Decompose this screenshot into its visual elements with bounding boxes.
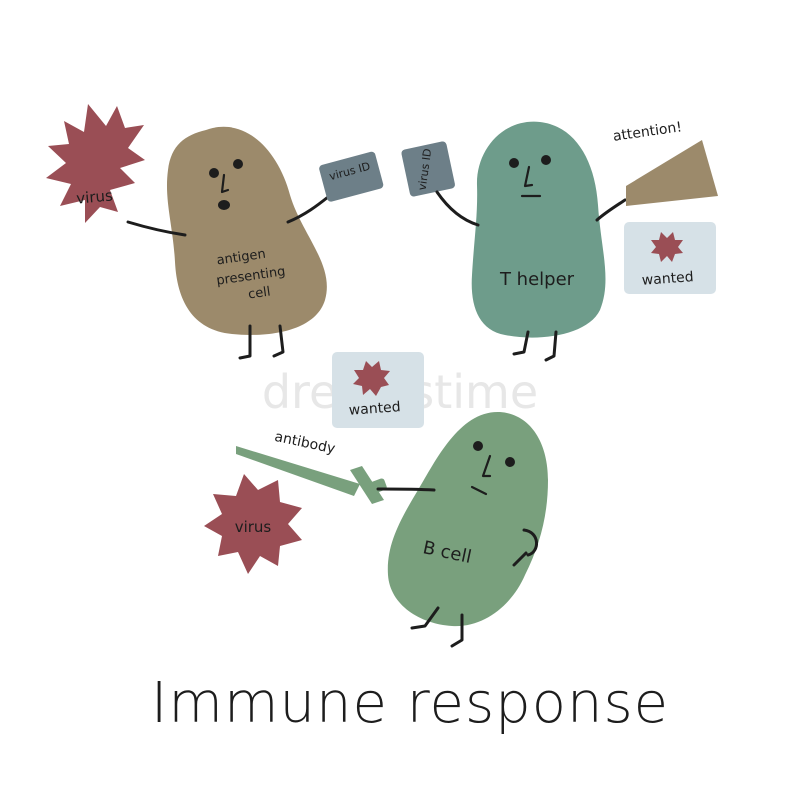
bcell-arm-left — [376, 487, 436, 492]
bcell-eye-left — [473, 441, 483, 451]
thelper-virus-id-card: virus ID — [401, 141, 455, 197]
b-cell: virus antibody B cell — [204, 411, 548, 648]
antibody-label: antibody — [273, 429, 336, 457]
bcell-body — [387, 411, 548, 627]
bcell-nose — [481, 454, 492, 478]
apc-label-line-3: cell — [247, 284, 271, 302]
wanted-virus-icon — [353, 361, 390, 396]
thelper-leg-left — [512, 330, 530, 356]
thelper-nose — [523, 165, 534, 188]
bcell-arm-right — [512, 528, 538, 567]
apc-eye-left — [209, 168, 219, 178]
megaphone-icon — [626, 140, 718, 206]
virus-label: virus — [76, 186, 114, 207]
bcell-eye-right — [505, 457, 515, 467]
thelper-eye-right — [541, 155, 551, 165]
virus-star-shape — [46, 104, 145, 223]
apc-leg-left — [238, 324, 252, 360]
wanted-poster-middle: wanted — [332, 352, 424, 428]
wanted-label: wanted — [348, 399, 401, 419]
thelper-arm-left — [435, 190, 480, 227]
apc-eye-right — [233, 159, 243, 169]
antigen-presenting-cell: virus antigen presenting cell virus ID — [46, 104, 384, 360]
antibody-sword-icon — [236, 446, 387, 504]
wanted-label: wanted — [641, 269, 694, 289]
virus-label: virus — [235, 518, 272, 536]
thelper-body — [471, 121, 606, 338]
apc-leg-right — [272, 324, 285, 358]
virus-left: virus — [46, 104, 145, 223]
apc-mouth — [218, 200, 230, 210]
thelper-shout: attention! — [612, 119, 683, 145]
t-helper-cell: virus ID T helper attention! wanted — [401, 119, 718, 362]
apc-label-line-1: antigen — [216, 247, 267, 269]
virus-star-shape — [204, 474, 302, 574]
bcell-leg-right — [450, 613, 464, 648]
virus-id-text: virus ID — [416, 148, 435, 191]
page-title: Immune response — [151, 671, 669, 736]
thelper-arm-right — [595, 198, 627, 222]
thelper-eye-left — [509, 158, 519, 168]
bcell-mouth — [470, 485, 488, 496]
apc-arm-left — [126, 220, 187, 237]
apc-body — [166, 126, 327, 335]
virus-lower: virus — [204, 474, 302, 574]
apc-virus-id-card: virus ID — [319, 151, 384, 202]
apc-nose — [220, 173, 230, 194]
wanted-poster-right: wanted — [624, 222, 716, 294]
bcell-leg-left — [410, 606, 440, 630]
apc-arm-right — [286, 195, 330, 224]
thelper-label: T helper — [499, 269, 575, 290]
wanted-virus-icon — [651, 232, 683, 262]
thelper-leg-right — [544, 330, 558, 362]
